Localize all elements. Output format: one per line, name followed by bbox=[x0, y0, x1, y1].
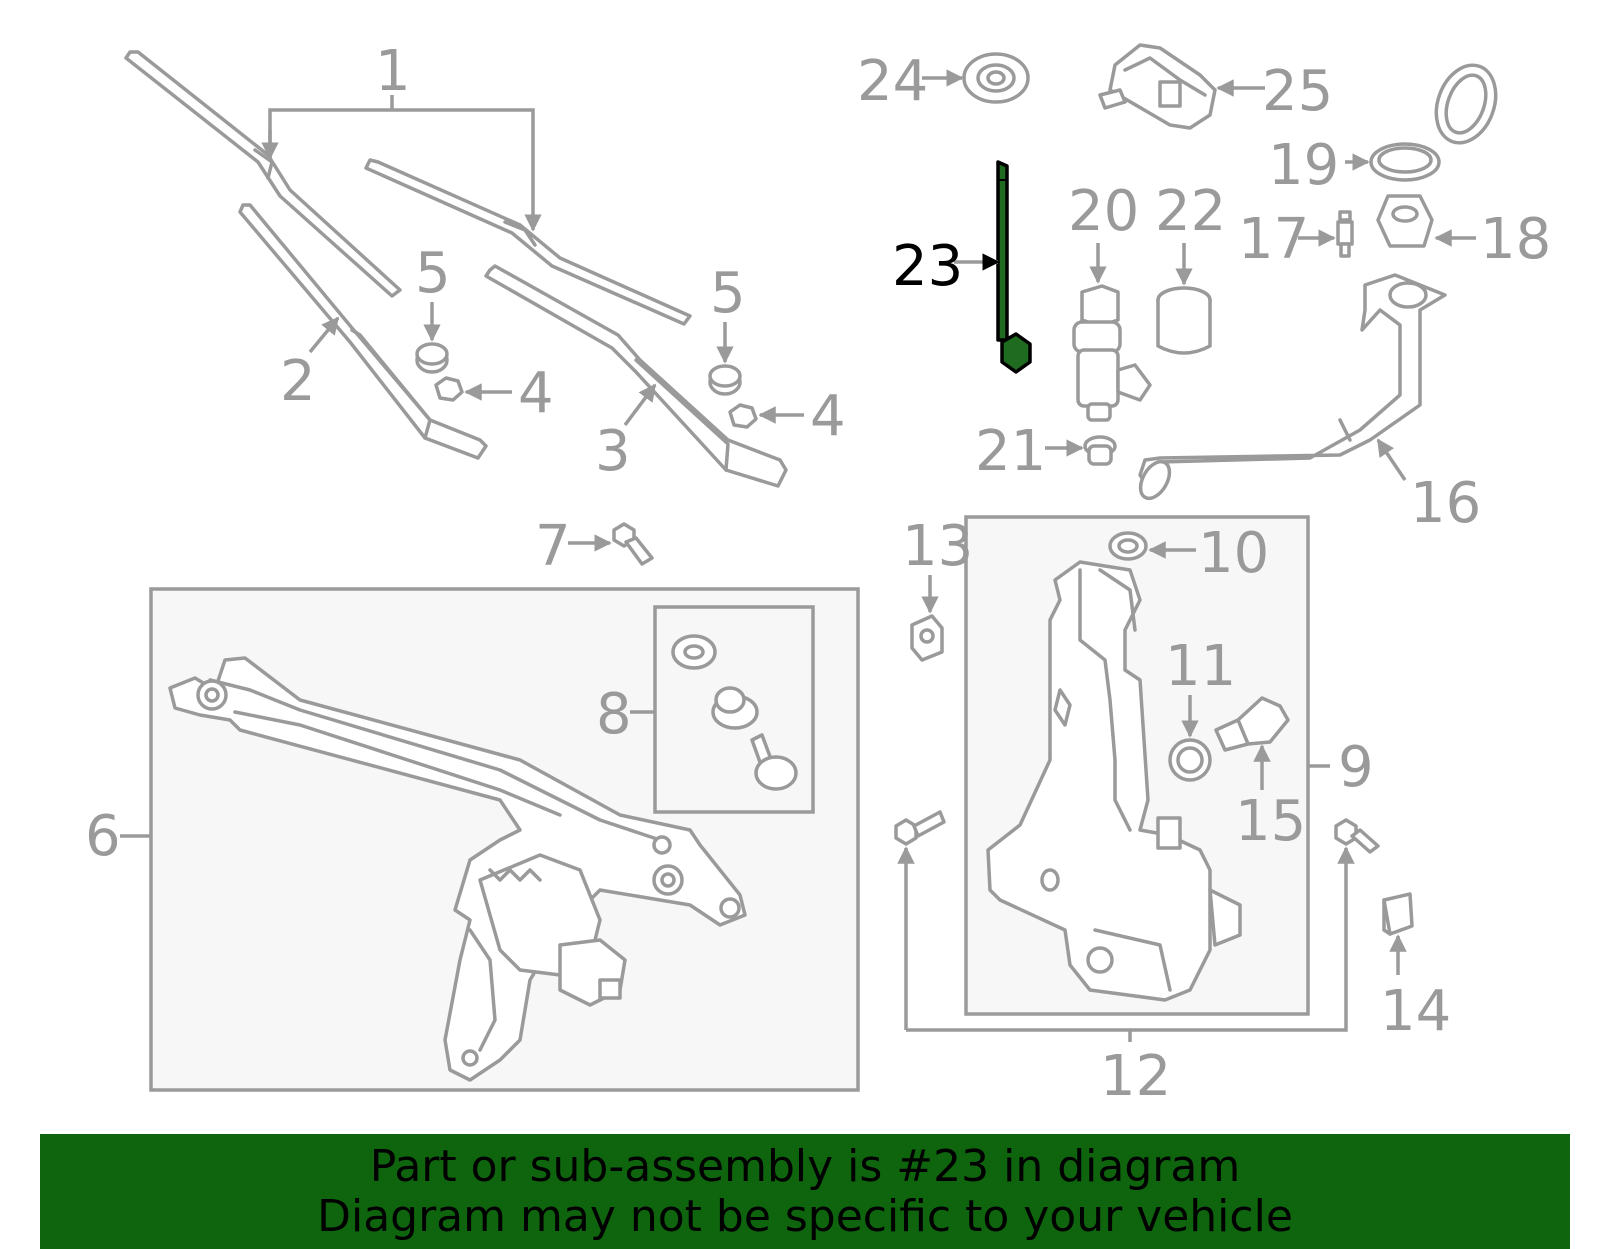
bolt-12-left[interactable] bbox=[894, 810, 946, 846]
label-20: 20 bbox=[1068, 179, 1139, 244]
info-banner: Part or sub-assembly is #23 in diagram D… bbox=[40, 1134, 1570, 1249]
label-2: 2 bbox=[280, 349, 316, 414]
label-25: 25 bbox=[1262, 59, 1333, 124]
leader-16 bbox=[1376, 438, 1407, 481]
cap-5-right[interactable] bbox=[708, 364, 742, 396]
bolt-7[interactable] bbox=[612, 522, 654, 566]
label-11: 11 bbox=[1165, 634, 1236, 699]
label-7: 7 bbox=[535, 514, 571, 579]
label-15: 15 bbox=[1235, 789, 1306, 854]
leader-3 bbox=[623, 383, 657, 427]
filter-22[interactable] bbox=[1156, 286, 1212, 355]
label-23: 23 bbox=[892, 234, 963, 299]
cap-5-left[interactable] bbox=[415, 342, 449, 374]
label-10: 10 bbox=[1198, 521, 1269, 586]
label-12: 12 bbox=[1100, 1044, 1171, 1109]
nut-13[interactable] bbox=[910, 614, 944, 662]
seal-21[interactable] bbox=[1083, 435, 1117, 466]
grommet-11[interactable] bbox=[1168, 738, 1212, 782]
label-5b: 5 bbox=[710, 261, 746, 326]
clip-17[interactable] bbox=[1336, 210, 1354, 258]
wiper-arm-right[interactable] bbox=[484, 264, 788, 488]
label-1: 1 bbox=[375, 39, 411, 104]
washer-nozzle-25[interactable] bbox=[1098, 43, 1217, 130]
label-21: 21 bbox=[975, 419, 1046, 484]
label-3: 3 bbox=[595, 419, 631, 484]
wiper-linkage-assembly[interactable] bbox=[168, 656, 747, 1082]
banner-line-2: Diagram may not be specific to your vehi… bbox=[317, 1190, 1293, 1242]
grommet-24[interactable] bbox=[962, 52, 1030, 104]
washer-pump-20[interactable] bbox=[1072, 284, 1152, 422]
label-8: 8 bbox=[596, 682, 632, 747]
label-5a: 5 bbox=[415, 241, 451, 306]
grommet-kit-box bbox=[653, 605, 815, 814]
label-4b: 4 bbox=[810, 384, 846, 449]
leader-1 bbox=[261, 95, 542, 232]
label-9: 9 bbox=[1338, 735, 1374, 800]
bolt-12-right[interactable] bbox=[1334, 818, 1380, 854]
wiper-blade-left[interactable] bbox=[124, 50, 402, 298]
label-18: 18 bbox=[1480, 207, 1551, 272]
label-14: 14 bbox=[1380, 979, 1451, 1044]
grommet-10[interactable] bbox=[1108, 531, 1148, 561]
level-sensor-15[interactable] bbox=[1214, 696, 1290, 752]
label-4a: 4 bbox=[518, 361, 554, 426]
label-17: 17 bbox=[1238, 207, 1309, 272]
label-16: 16 bbox=[1410, 471, 1481, 536]
adapter-18[interactable] bbox=[1376, 194, 1434, 248]
label-24: 24 bbox=[857, 49, 928, 114]
label-22: 22 bbox=[1155, 179, 1226, 244]
label-19: 19 bbox=[1268, 133, 1339, 198]
washer-reservoir-9[interactable] bbox=[986, 560, 1242, 1002]
leader-2 bbox=[308, 316, 340, 354]
nut-4-right[interactable] bbox=[728, 403, 758, 429]
banner-line-1: Part or sub-assembly is #23 in diagram bbox=[369, 1140, 1241, 1192]
clip-14[interactable] bbox=[1382, 892, 1414, 936]
nut-4-left[interactable] bbox=[434, 376, 464, 402]
leader-12 bbox=[906, 846, 1355, 1032]
label-6: 6 bbox=[85, 804, 121, 869]
cap-19[interactable] bbox=[1369, 57, 1506, 182]
grommet-kit-8[interactable] bbox=[671, 634, 798, 791]
label-13: 13 bbox=[902, 514, 973, 579]
washer-hose-23-highlighted[interactable] bbox=[996, 160, 1032, 374]
filler-neck-16[interactable] bbox=[1135, 273, 1447, 503]
